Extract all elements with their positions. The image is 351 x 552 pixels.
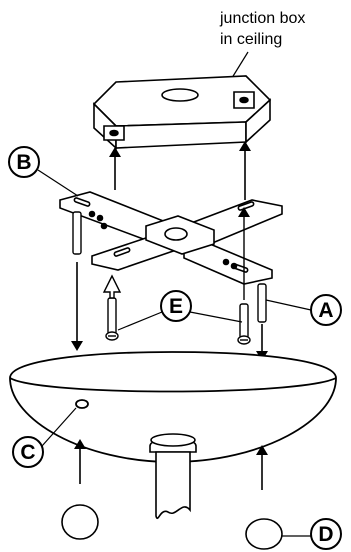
label-e-leader-left <box>117 311 163 331</box>
crossbar-bracket <box>59 191 283 285</box>
label-a-leader <box>265 299 312 311</box>
label-b-text: B <box>16 151 31 174</box>
decorative-knob-right <box>245 518 283 550</box>
label-c-leader <box>41 407 77 447</box>
label-e: E <box>117 290 243 331</box>
mounting-stud-right <box>257 283 267 323</box>
label-d-text: D <box>318 523 333 546</box>
arrow-screw-to-bracket-left <box>102 274 122 299</box>
screw-left <box>105 297 119 341</box>
glass-bowl <box>9 351 337 463</box>
label-b: B <box>8 146 79 197</box>
mounting-stud-left <box>72 211 82 255</box>
callout-line-1: junction box <box>219 10 305 27</box>
label-e-text: E <box>169 295 183 318</box>
label-a-text: A <box>318 299 333 322</box>
junction-box <box>92 75 272 150</box>
label-d: D <box>282 518 342 550</box>
junction-box-callout: junction box in ceiling <box>219 10 305 95</box>
callout-line-2: in ceiling <box>220 31 282 48</box>
label-c-text: C <box>20 441 35 464</box>
center-finial <box>149 433 197 519</box>
label-c: C <box>12 407 77 468</box>
label-e-leader-right <box>189 311 243 323</box>
label-a: A <box>265 294 342 326</box>
screw-right <box>237 303 251 345</box>
decorative-knob-left <box>61 504 99 540</box>
label-b-leader <box>37 169 79 197</box>
